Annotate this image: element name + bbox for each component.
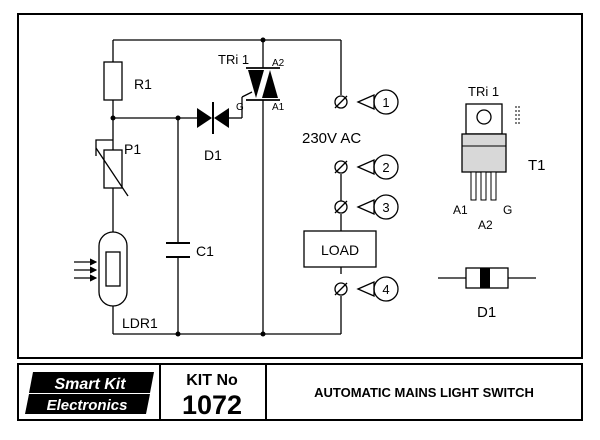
r1-resistor: [103, 61, 123, 101]
package-triac-title: TRi 1: [468, 84, 499, 99]
supply-label: 230V AC: [302, 130, 361, 147]
c1-capacitor: [166, 242, 190, 258]
p1-potentiometer: [95, 139, 129, 198]
wires: [112, 39, 342, 335]
terminal-1-label: 1: [382, 95, 389, 110]
d1-diac: [197, 102, 229, 134]
package-pin-a1: A1: [453, 203, 468, 217]
c1-label: C1: [196, 243, 214, 259]
triac-g-label: G: [236, 102, 244, 113]
r1-label: R1: [134, 76, 152, 92]
diagram-frame: [17, 13, 583, 359]
terminal-3-label: 3: [382, 200, 389, 215]
triac-label: TRi 1: [218, 52, 249, 67]
terminal-2-label: 2: [382, 160, 389, 175]
triac-a1-label: A1: [272, 102, 285, 113]
ldr-label: LDR1: [122, 315, 158, 331]
smartkit-logo: Smart Kit Electronics: [25, 372, 154, 414]
package-pin-a2: A2: [478, 218, 493, 232]
kit-no-value: 1072: [182, 390, 242, 420]
load-label: LOAD: [321, 242, 359, 258]
package-pin-g: G: [503, 203, 512, 217]
triac-a2-label: A2: [272, 58, 285, 69]
package-diode-label: D1: [477, 304, 496, 321]
package-triac-ref: T1: [528, 157, 546, 174]
light-rays-icon: [74, 258, 98, 282]
triac-symbol: [246, 67, 280, 101]
terminal-connectors: [334, 95, 348, 296]
brand-line2: Electronics: [47, 397, 128, 414]
terminal-4-label: 4: [382, 282, 389, 297]
diode-package-icon: [438, 267, 536, 289]
terminal-tags: [356, 89, 399, 302]
load-box: [303, 230, 377, 268]
kit-no-label: KIT No: [186, 372, 238, 389]
kit-title: AUTOMATIC MAINS LIGHT SWITCH: [314, 385, 534, 400]
d1-label: D1: [204, 147, 222, 163]
brand-line1: Smart Kit: [54, 376, 126, 393]
junctions: [110, 37, 266, 337]
ldr-symbol: [98, 231, 128, 307]
p1-label: P1: [124, 141, 141, 157]
to220-package-icon: [461, 103, 520, 201]
